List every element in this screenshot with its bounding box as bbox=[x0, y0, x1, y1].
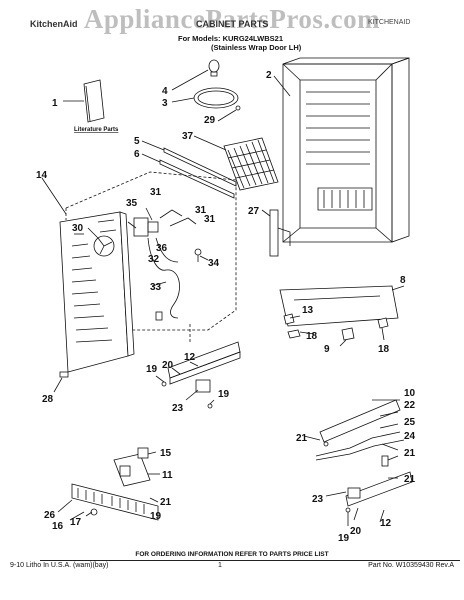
ordering-note: FOR ORDERING INFORMATION REFER TO PARTS … bbox=[135, 551, 329, 558]
page-number: 1 bbox=[218, 562, 222, 569]
callout-11: 11 bbox=[162, 470, 173, 481]
callout-26: 26 bbox=[44, 510, 56, 521]
callout-12a: 12 bbox=[184, 352, 196, 363]
callout-21d: 21 bbox=[160, 497, 172, 508]
callout-14: 14 bbox=[36, 170, 48, 181]
model-variant: (Stainless Wrap Door LH) bbox=[211, 43, 302, 52]
callout-5: 5 bbox=[134, 136, 140, 147]
callout-35: 35 bbox=[126, 198, 138, 209]
wire-harness bbox=[315, 431, 405, 467]
callout-2: 2 bbox=[266, 70, 272, 81]
exploded-parts-diagram: Literature Parts 1 2 3 4 5 6 29 37 8 14 … bbox=[36, 57, 416, 544]
callout-19a: 19 bbox=[146, 364, 158, 375]
callout-37: 37 bbox=[182, 131, 194, 142]
callout-31b: 31 bbox=[195, 205, 207, 216]
callout-19c: 19 bbox=[338, 533, 350, 544]
callout-31a: 31 bbox=[150, 187, 162, 198]
callout-18b: 18 bbox=[378, 344, 390, 355]
callout-29: 29 bbox=[204, 115, 216, 126]
callout-32: 32 bbox=[148, 254, 160, 265]
relay-assembly bbox=[133, 209, 197, 237]
svg-text:Literature Parts: Literature Parts bbox=[74, 127, 119, 133]
wiring-harness bbox=[147, 237, 180, 321]
literature-parts-label: Literature Parts bbox=[74, 127, 119, 133]
document-part-number: Part No. W10359430 Rev.A bbox=[368, 562, 454, 569]
toe-grille bbox=[71, 447, 159, 521]
model-line: For Models: KURG24LWBS21 bbox=[178, 34, 284, 43]
callout-18a: 18 bbox=[306, 331, 318, 342]
callout-30: 30 bbox=[72, 223, 84, 234]
callout-25: 25 bbox=[404, 417, 416, 428]
callout-16: 16 bbox=[52, 521, 64, 532]
brand-name: KitchenAid bbox=[30, 19, 78, 29]
callout-36: 36 bbox=[156, 243, 168, 254]
callout-34: 34 bbox=[208, 258, 220, 269]
machine-compartment-panel bbox=[59, 211, 135, 373]
screw bbox=[194, 248, 202, 262]
callout-33: 33 bbox=[150, 282, 162, 293]
callout-22: 22 bbox=[404, 400, 416, 411]
watermark: AppliancePartsPros.com bbox=[83, 4, 381, 34]
literature-booklet bbox=[83, 79, 105, 123]
callout-3: 3 bbox=[162, 98, 168, 109]
callout-1: 1 bbox=[52, 98, 58, 109]
callout-21c: 21 bbox=[404, 474, 416, 485]
callout-24: 24 bbox=[404, 431, 416, 442]
page-title: CABINET PARTS bbox=[196, 19, 269, 29]
callout-23a: 23 bbox=[172, 403, 184, 414]
callout-4: 4 bbox=[162, 86, 168, 97]
callout-10: 10 bbox=[404, 388, 416, 399]
callout-13: 13 bbox=[302, 305, 314, 316]
condenser-fan bbox=[93, 235, 115, 257]
condenser bbox=[223, 137, 279, 191]
floor-panel bbox=[279, 285, 399, 327]
callout-31c: 31 bbox=[204, 214, 216, 225]
callout-12b: 12 bbox=[380, 518, 392, 529]
print-info: 9-10 Litho In U.S.A. (wam)(bay) bbox=[10, 562, 109, 569]
callout-6: 6 bbox=[134, 149, 140, 160]
callout-19b: 19 bbox=[218, 389, 230, 400]
callout-20a: 20 bbox=[162, 360, 174, 371]
bracket bbox=[159, 147, 237, 199]
callout-9: 9 bbox=[324, 344, 330, 355]
callout-20b: 20 bbox=[350, 526, 362, 537]
callout-23b: 23 bbox=[312, 494, 324, 505]
callout-21a: 21 bbox=[296, 433, 308, 444]
drain-tube bbox=[269, 209, 291, 257]
toe-grille-bracket bbox=[167, 341, 241, 393]
callout-21b: 21 bbox=[404, 448, 416, 459]
callout-28: 28 bbox=[42, 394, 54, 405]
callout-8: 8 bbox=[400, 275, 406, 286]
callout-17: 17 bbox=[70, 517, 82, 528]
model-info: For Models: KURG24LWBS21 (Stainless Wrap… bbox=[178, 34, 301, 52]
brand-logo: KITCHENAID bbox=[368, 19, 411, 26]
light-bulb bbox=[208, 59, 220, 77]
toe-grille-bracket bbox=[319, 399, 413, 507]
screw bbox=[59, 371, 69, 378]
callout-27: 27 bbox=[248, 206, 260, 217]
cabinet-liner bbox=[282, 57, 410, 243]
callout-15: 15 bbox=[160, 448, 172, 459]
light-shield bbox=[193, 87, 239, 109]
callout-19d: 19 bbox=[150, 511, 162, 522]
footer-divider bbox=[40, 560, 460, 561]
leveling-leg bbox=[283, 313, 389, 341]
